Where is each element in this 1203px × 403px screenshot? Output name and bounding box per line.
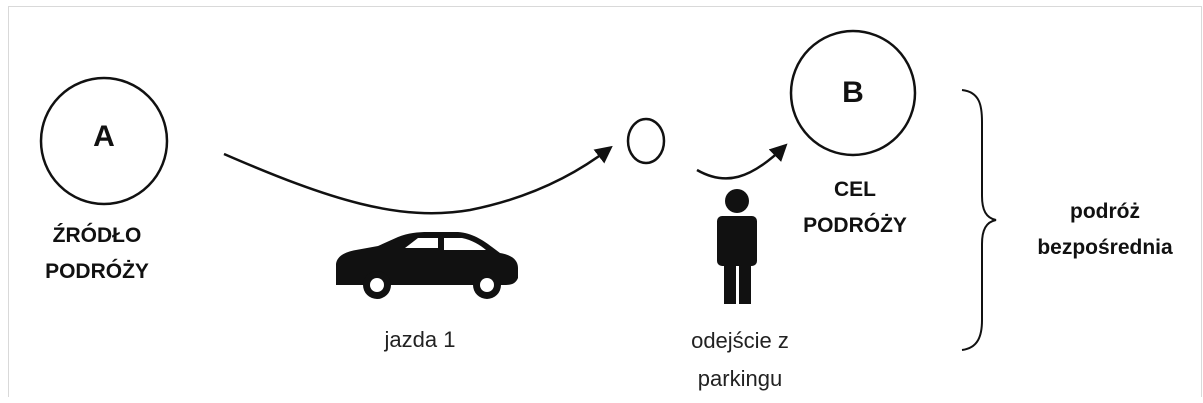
drive-arrow [223, 145, 613, 215]
destination-label-line2: PODRÓŻY [803, 214, 907, 237]
walk-label: odejście z parkingu [660, 322, 820, 398]
destination-letter: B [842, 76, 864, 109]
parking-circle [626, 117, 666, 165]
origin-circle [39, 76, 169, 206]
person-icon [717, 189, 757, 304]
destination-label: CEL PODRÓŻY [780, 172, 930, 244]
drive-label: jazda 1 [384, 327, 456, 352]
origin-label: ŹRÓDŁO PODRÓŻY [12, 218, 182, 290]
destination-circle [789, 29, 917, 157]
summary-label: podróż bezpośrednia [1010, 194, 1200, 266]
origin-letter: A [93, 120, 115, 153]
origin-label-line2: PODRÓŻY [45, 260, 149, 283]
brace [961, 89, 997, 351]
walk-arrow [696, 143, 788, 180]
walk-label-line2: parkingu [697, 366, 783, 391]
destination-label-line1: CEL [834, 178, 876, 201]
car-icon [336, 232, 518, 299]
summary-line1: podróż [1070, 200, 1140, 223]
diagram-frame [8, 6, 1202, 397]
summary-line2: bezpośrednia [1037, 236, 1173, 259]
walk-label-line1: odejście z [691, 328, 789, 353]
origin-label-line1: ŹRÓDŁO [52, 224, 142, 247]
